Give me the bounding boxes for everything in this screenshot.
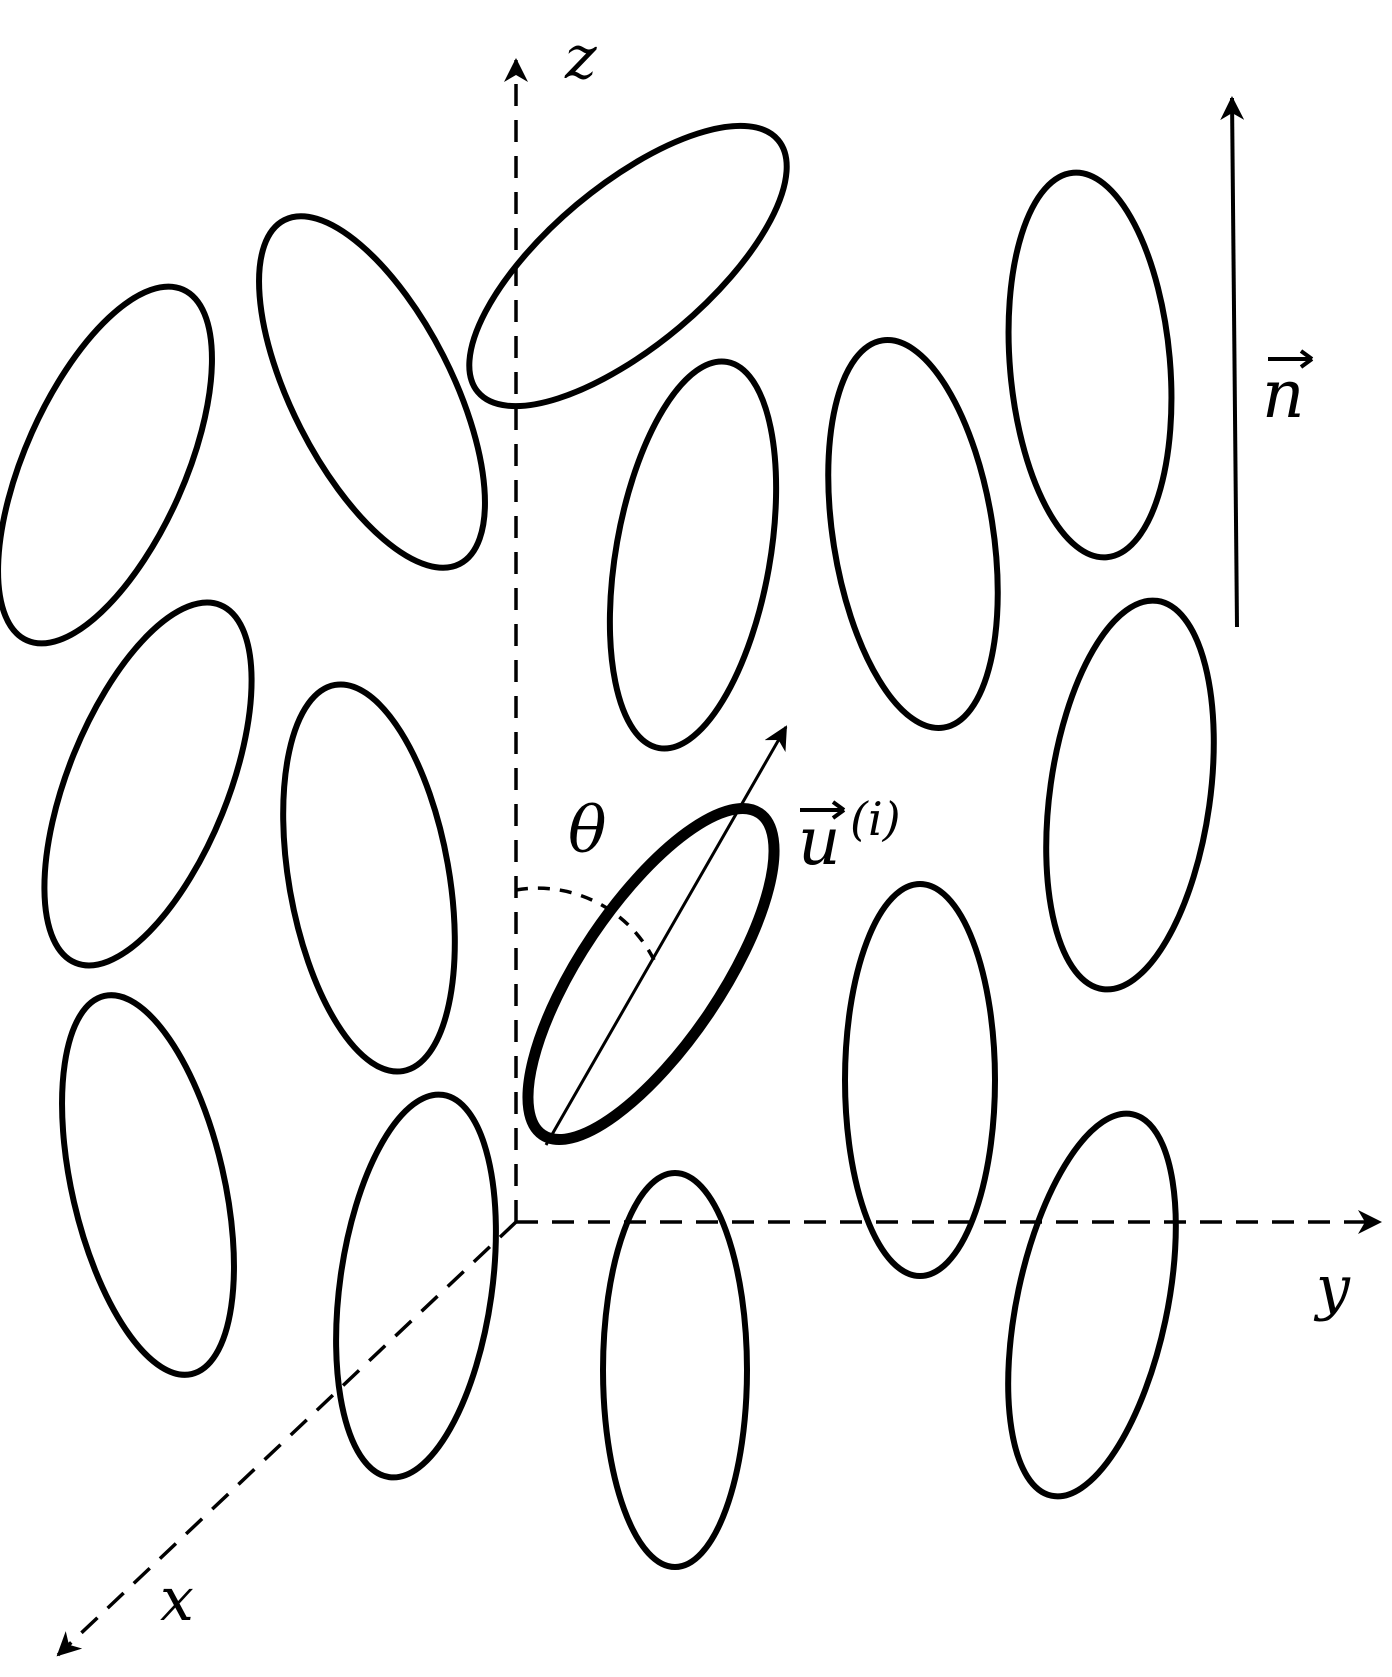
molecule-ellipse — [606, 358, 780, 752]
molecule-ellipse — [1043, 597, 1217, 993]
molecule-ellipse — [1005, 169, 1175, 561]
molecule-ellipse — [256, 213, 488, 571]
molecule-i-vector — [544, 725, 788, 1146]
molecule-ellipse — [280, 681, 458, 1075]
molecules — [0, 122, 1217, 1570]
molecule-ellipse — [600, 1170, 750, 1570]
molecule-vector-label-head — [831, 800, 846, 820]
molecule-ellipse — [466, 122, 790, 410]
director-arrow — [1220, 96, 1245, 628]
molecule-ellipse — [842, 881, 998, 1279]
axes — [56, 58, 1382, 1657]
director-label-vec-head — [1299, 349, 1314, 369]
molecule-ellipse — [1005, 1110, 1179, 1500]
molecule-vector-superscript: (i) — [850, 792, 901, 846]
molecule-vector-label: u (i) — [798, 792, 901, 880]
molecule-ellipse — [333, 1091, 499, 1481]
theta-label: θ — [568, 794, 607, 868]
molecule-ellipse — [0, 283, 215, 647]
molecule-ellipse — [59, 992, 237, 1378]
x-axis-label: x — [160, 1565, 194, 1635]
y-axis-label: y — [1313, 1253, 1351, 1323]
molecule-i — [522, 725, 788, 1146]
z-axis-label: z — [564, 23, 597, 93]
director-label-text: n — [1262, 356, 1305, 433]
director-label: n — [1262, 349, 1314, 433]
molecule-ellipse — [41, 599, 255, 969]
molecule-i-ellipse — [522, 802, 780, 1146]
x-axis — [56, 1220, 518, 1657]
molecule-ellipse — [825, 337, 1001, 731]
labels: z y x n θ u (i) — [160, 23, 1351, 1635]
molecule-vector-label-text: u — [798, 803, 841, 880]
